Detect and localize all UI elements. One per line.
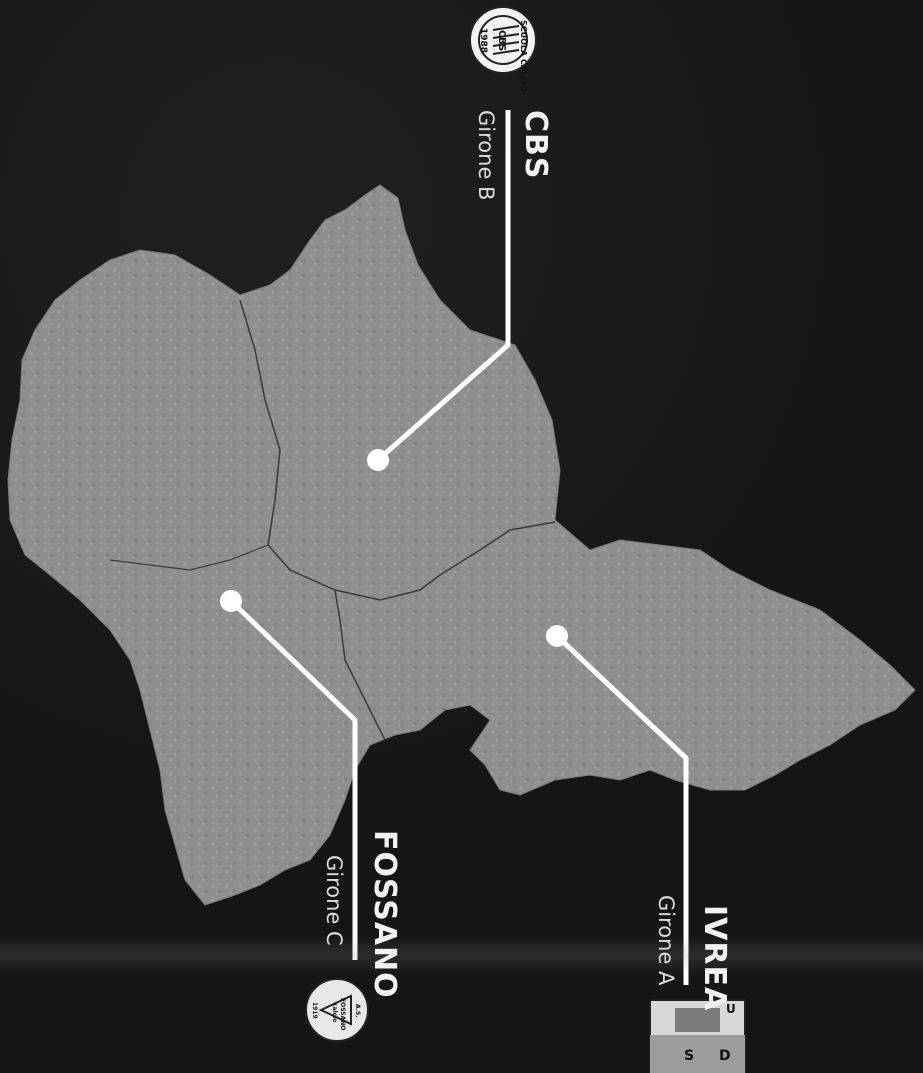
cbs-logo-letter: S	[496, 44, 507, 51]
fossano-logo-sub: calcio	[331, 1003, 338, 1022]
province-border	[239, 299, 556, 601]
cbs-logo: SCUOLA CALCIO C B S 1988	[469, 6, 537, 92]
scan-artifact-band	[0, 935, 923, 975]
fossano-location-marker	[220, 590, 242, 612]
ivrea-logo: U S D	[649, 999, 746, 1073]
ivrea-group-label: Girone A	[654, 895, 678, 986]
ivrea-team-name: IVREA	[697, 905, 732, 1012]
cbs-location-marker	[367, 449, 389, 471]
fossano-logo-name: FOSSANO	[339, 998, 346, 1030]
province-border	[109, 544, 269, 571]
ivrea-logo-letter: D	[719, 1048, 731, 1064]
fossano-team-name: FOSSANO	[367, 830, 402, 999]
cbs-team-name: CBS	[518, 110, 553, 180]
fossano-group-label: Girone C	[322, 855, 346, 946]
cbs-group-label: Girone B	[474, 110, 498, 201]
cbs-logo-year: 1988	[478, 28, 488, 53]
ivrea-logo-letter: S	[684, 1048, 694, 1064]
ivrea-location-marker	[546, 625, 568, 647]
ivrea-pointer-line	[555, 634, 689, 985]
province-border	[334, 589, 386, 741]
region-outline	[7, 184, 916, 906]
fossano-logo: A.S. FOSSANO calcio 1919	[305, 978, 369, 1042]
fossano-pointer-line	[229, 599, 358, 960]
ivrea-logo-letter: U	[726, 1002, 736, 1016]
cbs-logo-letter: C	[496, 30, 507, 37]
cbs-logo-letter: B	[496, 37, 507, 45]
fossano-logo-prefix: A.S.	[354, 1004, 361, 1018]
fossano-logo-year: 1919	[311, 1002, 318, 1019]
cbs-pointer-line	[376, 110, 511, 462]
cbs-logo-arc-text: SCUOLA CALCIO	[519, 20, 528, 92]
